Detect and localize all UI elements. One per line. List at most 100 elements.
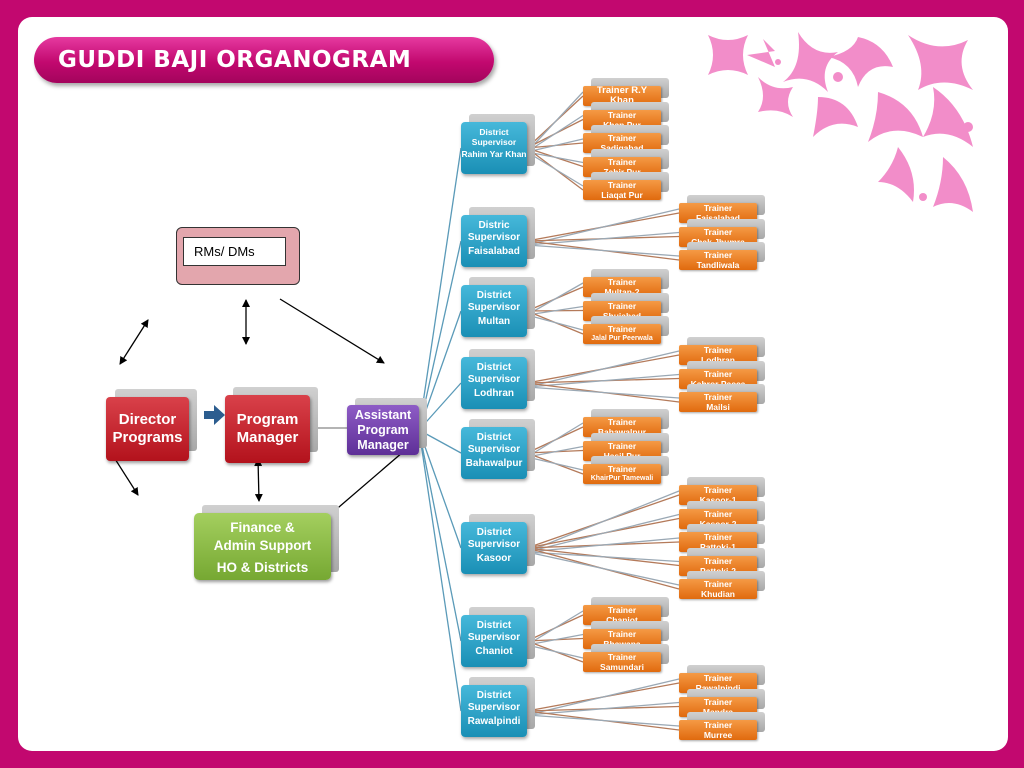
supervisor-title: Distric Supervisor [467,220,521,243]
trainer-label: Trainer [703,345,733,355]
trainer-label: Trainer [703,579,733,589]
connector-line [418,147,462,431]
trainer-location: Multan-2 [583,287,661,297]
trainer-location: Khan Pur [583,120,661,130]
trainer-label: Trainer [607,652,637,662]
trainer-box: TrainerSadiqabad [583,133,661,153]
trainer-label: Trainer [607,628,637,639]
trainer-box: TrainerKasoor-1 [679,485,757,505]
supervisor-title: District Supervisor [467,432,521,455]
trainer-location: Bhawana [583,639,661,649]
trainer-location: Khudian [701,589,735,599]
connector-line [526,138,584,153]
trainer-label: Trainer [703,226,733,237]
right-arrow-icon [204,405,225,425]
connector-line [526,644,584,659]
connector-line [526,551,680,563]
trainer-location: Murree [703,730,733,740]
arrow-finance-apm [331,445,411,514]
trainer-location: Bahawalpur [583,427,661,437]
rms-dms-label: RMs/ DMs [183,237,286,266]
supervisor-location: Lodhran [474,388,514,399]
trainer-label: Trainer [607,109,637,120]
trainer-label: Trainer [607,300,637,311]
trainer-location: Rawalpindi [679,683,757,693]
finance-admin-box: Finance & Admin Support HO & Districts [194,513,331,580]
trainer-location: Shujabad [583,311,661,321]
connector-line [526,208,680,246]
finance-admin-subtitle: HO & Districts [216,560,309,575]
supervisor-location: Rahim Yar Khan [461,149,527,159]
connector-line [526,551,680,586]
trainer-box: TrainerChak Jhumra [679,226,757,247]
page-title: GUDDI BAJI ORGANOGRAM [34,37,494,83]
trainer-box: TrainerZahir Pur [583,156,661,177]
floral-ornament-icon [708,32,973,212]
supervisor-title: District Supervisor [467,527,521,550]
connector-line [526,373,680,388]
connector-line [526,678,680,716]
supervisor-location: Chaniot [475,646,513,657]
trainer-location: Liaqat Pur [601,190,643,200]
trainer-box: TrainerRawalpindi [679,673,757,693]
trainer-location: Tandliwala [696,260,740,270]
connector-line [526,151,584,164]
director-programs-box: Director Programs [106,397,189,461]
trainer-box: TrainerFaisalabad [679,203,757,223]
connector-line [418,429,462,712]
trainer-label: Trainer [607,133,637,143]
trainer-location: Kahror Pacca [679,379,757,389]
trainer-box: TrainerChaniot [583,605,661,625]
trainer-label: Trainer R.Y [596,86,648,96]
supervisor-title: District Supervisor [467,690,521,713]
trainer-label: Trainer [703,250,733,260]
connector-line [526,537,680,553]
trainer-label: Trainer [607,277,637,287]
trainer-location: Kasoor-2 [679,519,757,529]
arrow-rms-director [119,319,149,365]
trainer-location: KhairPur Tamewali [590,475,654,482]
connector-line [526,314,584,331]
supervisor-title: District Supervisor [467,362,521,385]
program-manager-box: Program Manager [225,395,310,463]
trainer-label: Trainer [703,720,733,730]
trainer-box: TrainerKasoor-2 [679,508,757,529]
trainer-label: Trainer [703,532,733,542]
finance-admin-title: Finance & Admin Support [213,520,312,553]
connector-line [526,231,680,246]
supervisor-title: District Supervisor [467,620,521,643]
trainer-label: Trainer [607,180,637,190]
trainer-label: Trainer [703,696,733,707]
connector-line [526,456,584,471]
trainer-label: Trainer [703,485,733,495]
connector-line [526,513,680,553]
trainer-box: TrainerLodhran [679,345,757,365]
trainer-box: TrainerPattoki-1 [679,532,757,552]
connector-line [526,282,584,316]
trainer-location: Chak Jhumra [679,237,757,247]
trainer-box: TrainerMandra [679,696,757,717]
trainer-label: Trainer [703,508,733,519]
trainer-box: TrainerBahawalpur [583,417,661,437]
trainer-label: Trainer [703,555,733,566]
connector-line [526,714,680,727]
trainer-location: Lodhran [679,355,757,365]
trainer-location: Faisalabad [679,213,757,223]
trainer-label: Trainer [703,392,733,402]
trainer-location: Samundari [600,662,644,672]
supervisor-location: Rawalpindi [467,716,521,727]
trainer-label: Trainer [607,464,637,474]
trainer-box: TrainerPattoki-2 [679,555,757,576]
trainer-box: TrainerHasil Pur [583,440,661,461]
